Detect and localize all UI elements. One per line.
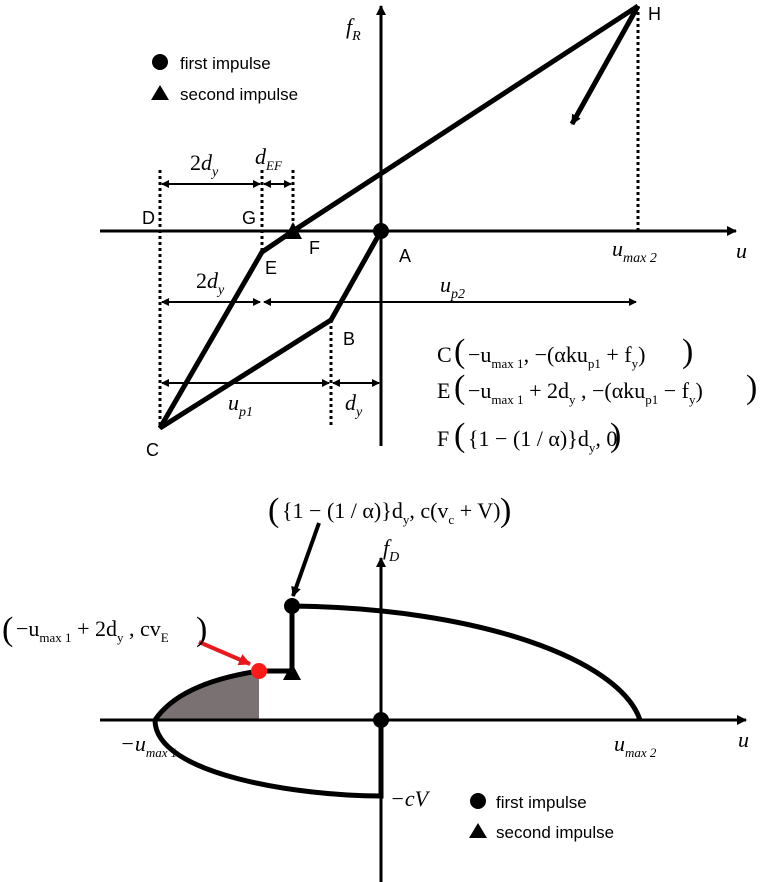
- shaded-energy-area: [155, 671, 259, 720]
- formula-e: E ( −umax 1 + 2dy , −(αkup1 − fy) ): [437, 369, 757, 407]
- unloading-arrow: [569, 4, 641, 126]
- formula-f: F ( {1 − (1 / α)}dy, 0 ): [437, 417, 621, 455]
- legend-first-impulse-label-bottom: first impulse: [496, 793, 587, 812]
- legend-second-impulse-label-bottom: second impulse: [496, 823, 614, 842]
- svg-text:): ): [746, 369, 757, 406]
- label-2dy-top: 2dy: [190, 150, 219, 180]
- label-up1: up1: [228, 390, 253, 420]
- svg-text:{1 − (1 / α)}dy, 0: {1 − (1 / α)}dy, 0: [468, 426, 617, 455]
- legend-first-impulse-icon: [152, 54, 168, 70]
- damping-force-path: [152, 603, 643, 799]
- label-umax2-bottom: umax 2: [614, 731, 657, 760]
- pointer-arrow-top: [291, 522, 321, 597]
- legend-first-impulse-icon-bottom: [470, 793, 486, 809]
- point-label-e: E: [265, 258, 277, 278]
- point-label-c: C: [146, 440, 159, 460]
- svg-text:(: (: [2, 611, 13, 648]
- hysteresis-path: [157, 3, 640, 431]
- point-label-b: B: [343, 329, 355, 349]
- label-umax2-top: umax 2: [612, 236, 657, 266]
- svg-text:(: (: [268, 492, 279, 529]
- svg-text:(: (: [454, 333, 465, 370]
- bottom-x-axis-label: u: [738, 727, 749, 752]
- first-impulse-marker-jump: [284, 598, 300, 614]
- svg-text:C: C: [437, 342, 452, 367]
- top-x-axis-label: u: [736, 238, 747, 263]
- highlight-point-e: [251, 663, 267, 679]
- svg-text:): ): [500, 492, 511, 529]
- label-d-ef: dEF: [255, 144, 283, 173]
- point-label-g: G: [242, 208, 256, 228]
- svg-text:E: E: [437, 378, 450, 403]
- first-impulse-marker-a: [373, 223, 389, 239]
- top-graph: fR u first impulse second impulse H D G …: [100, 3, 757, 460]
- svg-text:): ): [610, 417, 621, 454]
- svg-text:(: (: [454, 417, 465, 454]
- point-label-d: D: [142, 208, 155, 228]
- svg-text:(: (: [454, 369, 465, 406]
- first-impulse-marker-origin: [373, 712, 389, 728]
- svg-text:−umax 1 + 2dy , −(αkup1 − fy): −umax 1 + 2dy , −(αkup1 − fy): [468, 378, 703, 407]
- second-impulse-marker-bottom: [283, 663, 301, 680]
- label-dy: dy: [345, 390, 363, 420]
- svg-text:{1 − (1 / α)}dy, c(vc + V): {1 − (1 / α)}dy, c(vc + V): [282, 498, 500, 527]
- top-y-axis-label: fR: [346, 14, 361, 44]
- legend-second-impulse-icon-bottom: [469, 823, 487, 838]
- formula-c: C ( −umax 1, −(αkup1 + fy) ): [437, 333, 693, 371]
- annotation-top: ( {1 − (1 / α)}dy, c(vc + V) ): [268, 492, 511, 529]
- label-neg-umax1: −umax 1: [120, 731, 177, 760]
- legend-second-impulse-label: second impulse: [180, 85, 298, 104]
- label-neg-cv: −cV: [390, 786, 431, 811]
- svg-text:): ): [682, 333, 693, 370]
- point-label-f: F: [309, 238, 320, 258]
- bottom-y-axis-label: fD: [383, 535, 399, 565]
- second-impulse-marker-f: [284, 222, 302, 239]
- svg-text:−umax 1, −(αkup1 + fy): −umax 1, −(αkup1 + fy): [468, 342, 645, 371]
- legend-second-impulse-icon: [151, 85, 169, 100]
- point-label-a: A: [399, 246, 411, 266]
- annotation-left: ( −umax 1 + 2dy , cvE ): [2, 611, 207, 648]
- pointer-arrow-red: [198, 640, 251, 666]
- point-label-h: H: [648, 4, 661, 24]
- legend-first-impulse-label: first impulse: [180, 54, 271, 73]
- svg-text:F: F: [437, 426, 449, 451]
- label-2dy-mid: 2dy: [196, 268, 225, 298]
- svg-text:−umax 1 + 2dy , cvE: −umax 1 + 2dy , cvE: [16, 616, 169, 645]
- label-up2: up2: [440, 272, 465, 302]
- svg-text:): ): [196, 611, 207, 648]
- bottom-graph: ( {1 − (1 / α)}dy, c(vc + V) ) ( −umax 1…: [2, 492, 749, 882]
